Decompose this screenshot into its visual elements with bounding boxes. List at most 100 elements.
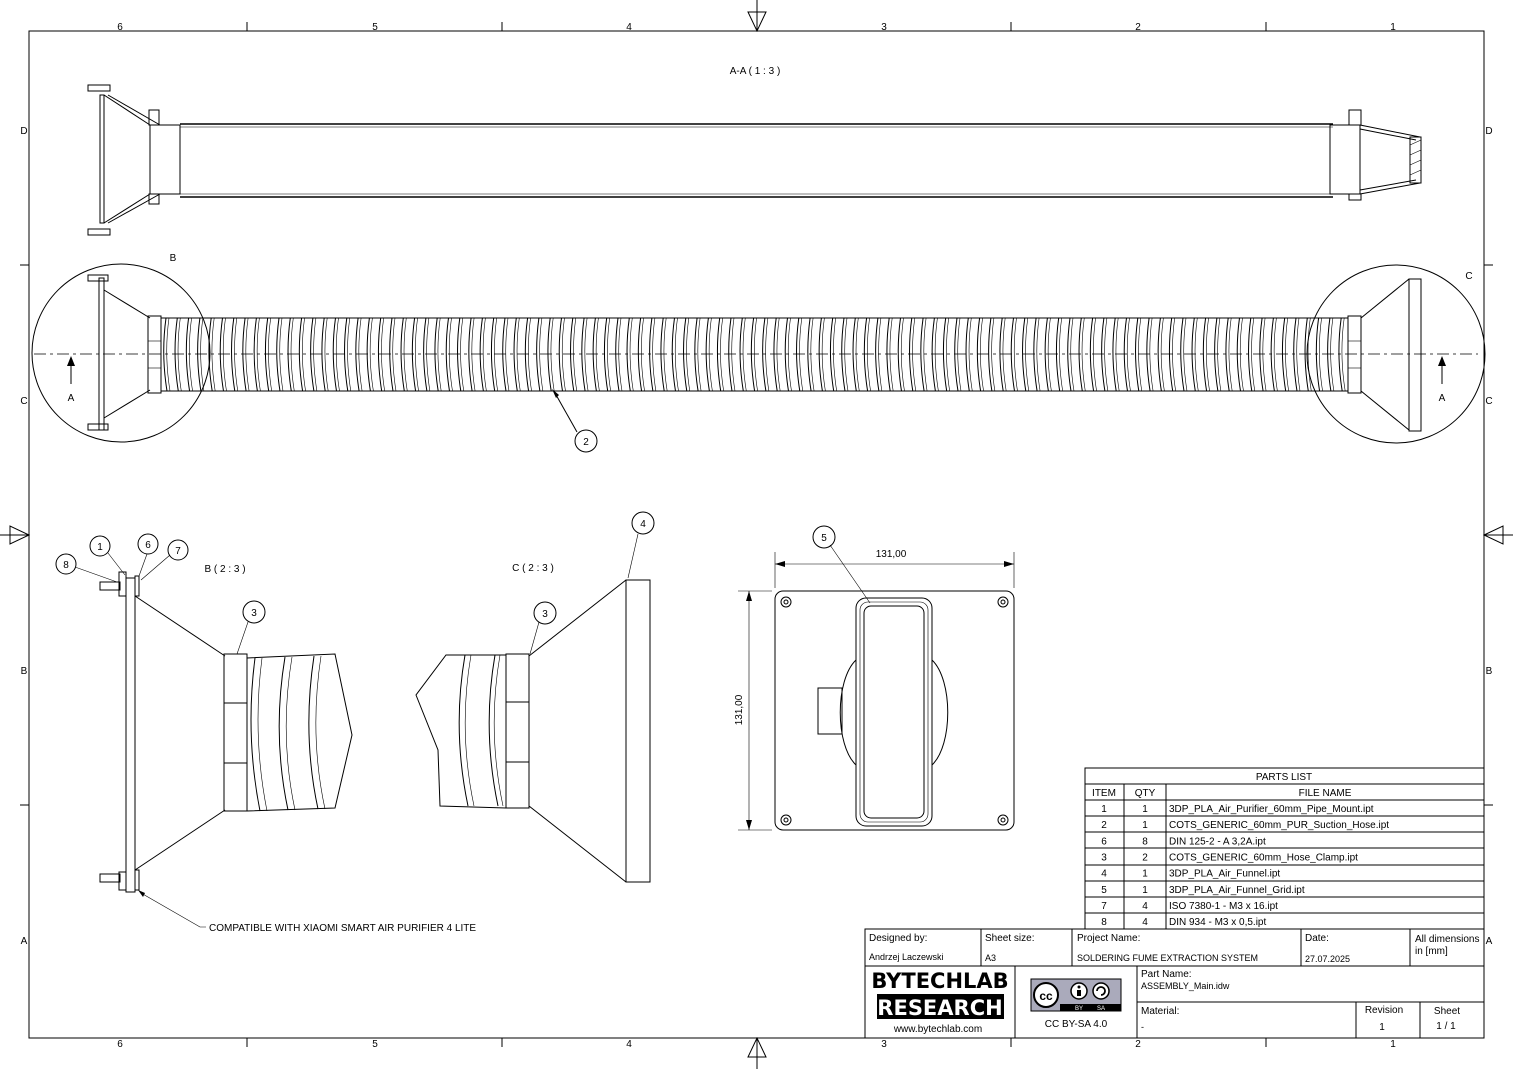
balloon-4 (631, 511, 655, 535)
hose-spiral-coil (796, 317, 801, 392)
share-alike-icon (1092, 982, 1110, 1000)
hose-spiral-coil-edge (1093, 317, 1097, 392)
hose-spiral-coil (1101, 317, 1106, 392)
col-label-5-bottom: 5 (372, 1039, 378, 1050)
row-label-a: A (21, 936, 28, 947)
hose-spiral-coil (626, 317, 631, 392)
hose-spiral-coil-edge (1036, 317, 1041, 392)
parts-list-cell-qty: 4 (1142, 901, 1148, 912)
hose-spiral-coil (637, 317, 643, 392)
parts-list-header-file: FILE NAME (1299, 788, 1352, 799)
hose-spiral-coil (875, 317, 880, 392)
col-label-4: 4 (626, 22, 632, 33)
hose-spiral-coil (863, 317, 869, 392)
hose-spiral-coil (988, 317, 993, 392)
hose-spiral-coil (1327, 317, 1332, 392)
dimension-height: 131,00 (734, 694, 745, 725)
hose-spiral-coil (253, 317, 258, 392)
hose-spiral-coil (524, 317, 530, 392)
col-label-3-bottom: 3 (881, 1039, 887, 1050)
hose-spiral-coil (615, 317, 620, 392)
hose-spiral-coil (841, 317, 846, 392)
hose-spiral-coil (479, 317, 484, 392)
hose-spiral-coil (1168, 317, 1174, 392)
designed-by-label: Designed by: (869, 933, 927, 944)
hose-spiral-coil-edge (731, 317, 736, 392)
hose-spiral-coil-edge (1319, 317, 1323, 392)
hose-spiral-coil (829, 317, 835, 392)
hose-spiral-coil-edge (1115, 317, 1120, 392)
hose-spiral-coil-edge (1081, 317, 1086, 392)
website: www.bytechlab.com (893, 1024, 982, 1035)
hose-spiral-coil-edge (742, 317, 747, 392)
badge-by: BY (1075, 1006, 1083, 1012)
material-value: - (1141, 1022, 1144, 1032)
hose-spiral-coil (185, 317, 191, 392)
hose-spiral-coil (344, 317, 349, 392)
hose-spiral-coil-edge (539, 317, 544, 392)
hose-spiral-coil (1202, 317, 1208, 392)
hose-spiral-coil-edge (1126, 317, 1131, 392)
hose-spiral-coil (219, 317, 224, 392)
hose-spiral-coil-edge (754, 317, 758, 392)
hose-spiral-coil-edge (765, 317, 770, 392)
hose-spiral-coil (1304, 317, 1309, 392)
hose-spiral-coil-edge (415, 317, 419, 392)
balloon-4-label: 4 (640, 519, 646, 530)
hose-spiral-coil-edge (799, 317, 804, 392)
hose-spiral-coil-edge (437, 317, 442, 392)
hose-spiral-coil (355, 317, 360, 392)
hose-spiral-coil (1248, 317, 1253, 392)
hose-spiral-coil-edge (1206, 317, 1210, 392)
balloon-6-label: 6 (145, 540, 151, 551)
hose-spiral-coil (411, 317, 417, 392)
hose-spiral-coil (1146, 317, 1151, 392)
hose-spiral-coil (1022, 317, 1027, 392)
sheet-label: Sheet (1434, 1006, 1460, 1017)
hose-spiral-coil-edge (279, 317, 284, 392)
hose-spiral-coil-edge (652, 317, 657, 392)
hose-spiral-coil-edge (335, 317, 340, 392)
hose-spiral-coil-edge (1330, 317, 1335, 392)
sheet-size-value: A3 (985, 953, 996, 963)
hose-spiral-coil-edge (968, 317, 973, 392)
hose-spiral-coil-edge (573, 317, 578, 392)
parts-list-cell-file: 3DP_PLA_Air_Funnel_Grid.ipt (1169, 885, 1305, 896)
hose-spiral-coil (818, 317, 823, 392)
hose-spiral-coil-edge (1251, 317, 1256, 392)
sheet-value: 1 / 1 (1436, 1021, 1456, 1032)
col-label-1: 1 (1390, 22, 1396, 33)
hose-spiral-coil-edge (595, 317, 600, 392)
main-hose-view: B C A A 2 (31, 253, 1486, 453)
hose-spiral-coil (1338, 317, 1343, 392)
hose-spiral-coil (739, 317, 744, 392)
hose-spiral-coil (332, 317, 337, 392)
hose-spiral-coil-edge (1183, 317, 1188, 392)
hose-spiral-coil-edge (900, 317, 905, 392)
hose-spiral-coil (1010, 317, 1015, 392)
project-name-value: SOLDERING FUME EXTRACTION SYSTEM (1077, 953, 1258, 963)
hose-spiral-coil-edge (934, 317, 939, 392)
hose-spiral-coil-edge (629, 317, 634, 392)
hose-spiral-coil (1214, 317, 1219, 392)
hose-spiral-coil (1112, 317, 1117, 392)
hose-spiral-coil-edge (810, 317, 815, 392)
hose-spiral-coil (649, 317, 654, 392)
hose-spiral-coil (750, 317, 756, 392)
hose-spiral-coil-edge (1104, 317, 1109, 392)
row-label-d: D (20, 126, 27, 137)
title-block: Designed by: Andrzej Laczewski Sheet siz… (864, 928, 1485, 1039)
col-label-6: 6 (117, 22, 123, 33)
hose-spiral-coil-edge (708, 317, 713, 392)
hose-spiral-coil (468, 317, 473, 392)
parts-list-cell-item: 2 (1101, 820, 1107, 831)
hose-spiral-coil-edge (528, 317, 532, 392)
col-label-3: 3 (881, 22, 887, 33)
hose-spiral-coil (603, 317, 609, 392)
hose-spiral-coil (660, 317, 665, 392)
hose-spiral-coil-edge (1296, 317, 1301, 392)
hose-spiral-coil-edge (1047, 317, 1052, 392)
hose-spiral-coil-edge (991, 317, 996, 392)
parts-list-cell-file: 3DP_PLA_Air_Funnel.ipt (1169, 869, 1280, 880)
